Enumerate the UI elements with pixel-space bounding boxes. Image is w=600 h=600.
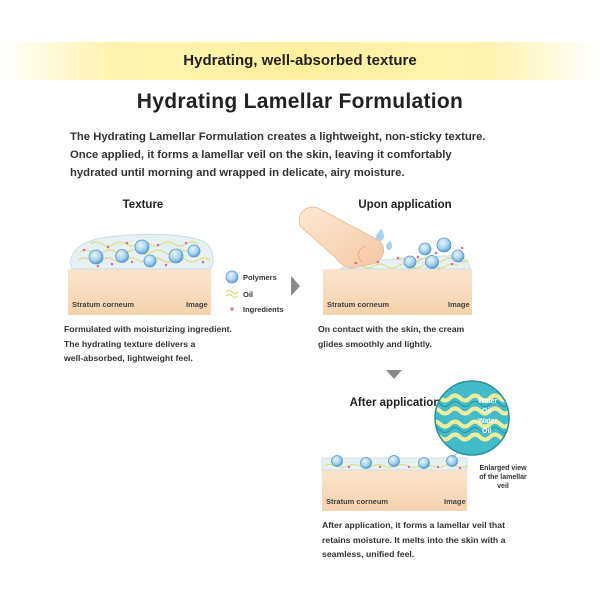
polymer-particle xyxy=(418,242,432,256)
skin-layer xyxy=(322,470,467,511)
legend-polymers-label: Polymers xyxy=(243,273,277,282)
polymer-particle xyxy=(331,455,343,467)
polymer-particle xyxy=(451,249,465,263)
caption-line: The hydrating texture delivers a xyxy=(64,338,196,349)
down-arrow xyxy=(386,370,402,379)
upon-application-diagram xyxy=(298,206,472,315)
legend-ingredient-swatch xyxy=(230,307,234,311)
after-application-caption: After application, it forms a lamellar v… xyxy=(322,518,505,562)
image-label-upon: Image xyxy=(448,300,470,309)
legend-oil-swatch xyxy=(225,293,239,299)
banner-text: Hydrating, well-absorbed texture xyxy=(183,52,417,69)
skin-layer xyxy=(68,269,211,315)
texture-title: Texture xyxy=(122,199,164,211)
skin-label-after: Stratum corneum xyxy=(326,497,389,506)
enlarged-view-border xyxy=(434,380,510,456)
enlarged-label-line: veil xyxy=(497,483,509,490)
enlarged-view xyxy=(435,381,509,455)
legend-oil-label: Oil xyxy=(243,290,254,299)
skin-label-upon: Stratum corneum xyxy=(327,300,390,309)
layer-label-oil: Oil xyxy=(482,428,492,435)
texture-caption: Formulated with moisturizing ingredient.… xyxy=(64,322,232,366)
polymer-particle xyxy=(143,254,157,268)
polymer-particle xyxy=(168,248,184,264)
banner-background xyxy=(0,42,600,80)
polymer-particle xyxy=(360,457,372,469)
intro-line: Once applied, it forms a lamellar veil o… xyxy=(70,149,452,161)
intro-line: The Hydrating Lamellar Formulation creat… xyxy=(70,131,486,143)
polymer-particle xyxy=(446,455,458,467)
intro-paragraph: The Hydrating Lamellar Formulation creat… xyxy=(70,128,540,182)
page-title: Hydrating Lamellar Formulation xyxy=(136,90,464,113)
caption-line: Formulated with moisturizing ingredient. xyxy=(64,324,232,334)
finger-illustration xyxy=(298,206,385,269)
ingredient-dots xyxy=(354,246,464,266)
legend xyxy=(225,270,239,311)
right-arrow xyxy=(291,276,300,296)
caption-line: well-absorbed, lightweight feel. xyxy=(64,353,193,363)
fingernail xyxy=(358,245,367,263)
polymer-particle xyxy=(436,237,452,253)
polymer-particle xyxy=(187,244,201,258)
legend-polymer-swatch xyxy=(225,270,239,284)
caption-line: On contact with the skin, the cream xyxy=(318,324,465,334)
polymer-particle xyxy=(403,255,417,269)
after-application-diagram xyxy=(321,380,510,511)
ingredient-dots xyxy=(82,241,205,268)
polymer-particle xyxy=(388,455,400,467)
upon-application-caption: On contact with the skin, the cream glid… xyxy=(318,322,464,351)
caption-line: After application, it forms a lamellar v… xyxy=(322,520,505,530)
legend-oil-swatch xyxy=(225,289,239,295)
enlarged-label-line: Enlarged view xyxy=(479,465,527,472)
caption-line: retains moisture. It melts into the skin… xyxy=(322,534,506,545)
skin-layer xyxy=(323,269,472,315)
caption-line: seamless, unified feel. xyxy=(322,549,415,559)
texture-diagram xyxy=(68,233,214,315)
enlarged-view-label: Enlarged view of the lamellar veil xyxy=(473,464,533,491)
layer-label-water: Water xyxy=(478,398,498,405)
polymer-particle xyxy=(88,249,104,265)
polymer-particle xyxy=(418,457,430,469)
ingredient-dots xyxy=(347,465,462,470)
enlarged-label-line: of the lamellar xyxy=(479,474,527,481)
after-application-title: After application xyxy=(349,397,441,409)
upon-application-title: Upon application xyxy=(358,199,452,211)
caption-line: glides smoothly and lightly. xyxy=(318,338,432,349)
polymer-particle xyxy=(134,239,150,255)
layer-label-oil: Oil xyxy=(482,408,492,415)
polymer-particle xyxy=(115,249,129,263)
water-droplet xyxy=(376,229,384,241)
polymer-particle xyxy=(425,255,439,269)
skin-label-texture: Stratum corneum xyxy=(72,300,135,309)
image-label-after: Image xyxy=(444,497,466,506)
legend-ingredients-label: Ingredients xyxy=(243,305,284,314)
intro-line: hydrated until morning and wrapped in de… xyxy=(70,167,405,179)
layer-label-water: Water xyxy=(478,418,498,425)
water-droplet xyxy=(386,241,392,250)
image-label-texture: Image xyxy=(186,300,208,309)
